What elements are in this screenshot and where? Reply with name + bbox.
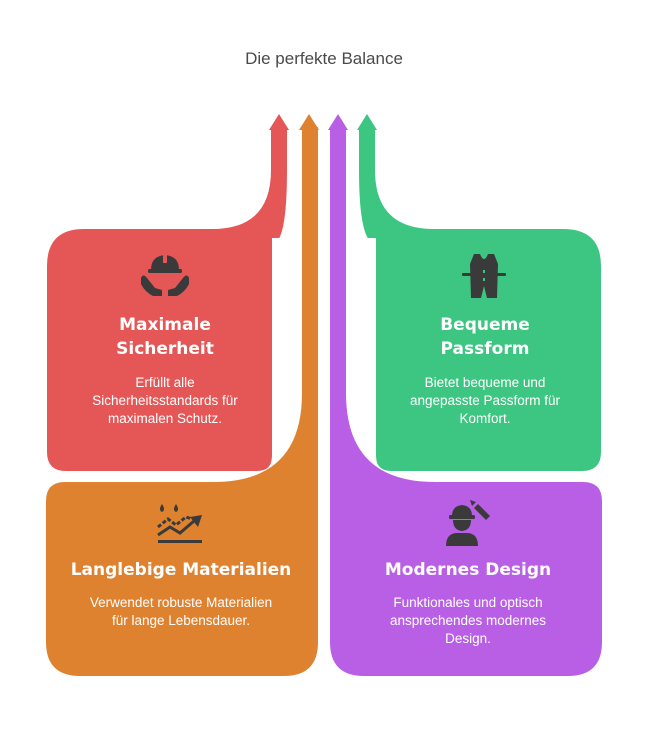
drops-trend-icon bbox=[157, 504, 202, 543]
card-desc-line: für lange Lebensdauer. bbox=[111, 613, 251, 628]
card-desc-line: Funktionales und optisch bbox=[393, 595, 543, 610]
card-title: Maximale Sicherheit bbox=[60, 313, 270, 361]
purple-card-shape bbox=[330, 127, 602, 676]
card-title: Bequeme Passform bbox=[380, 313, 590, 361]
card-description: Funktionales und optisch ansprechendes m… bbox=[344, 594, 592, 648]
red-branch bbox=[47, 114, 289, 471]
green-arrowhead bbox=[357, 114, 377, 130]
red-arrowhead bbox=[269, 114, 289, 130]
card-title: Modernes Design bbox=[344, 558, 592, 582]
card-desc-line: Erfüllt alle bbox=[135, 375, 195, 390]
purple-arrowhead bbox=[328, 114, 348, 130]
card-langlebige-materialien: Langlebige Materialien Verwendet robuste… bbox=[56, 558, 306, 630]
orange-card-shape bbox=[46, 127, 318, 676]
vest-icon bbox=[462, 254, 506, 298]
page-title: Die perfekte Balance bbox=[245, 49, 403, 68]
orange-arrowhead bbox=[299, 114, 319, 130]
card-title-line: Langlebige Materialien bbox=[70, 560, 292, 580]
card-description: Erfüllt alle Sicherheitsstandards für ma… bbox=[60, 374, 270, 428]
card-desc-line: Bietet bequeme und bbox=[424, 375, 546, 390]
card-title: Langlebige Materialien bbox=[56, 558, 306, 582]
card-modernes-design: Modernes Design Funktionales und optisch… bbox=[344, 558, 592, 648]
green-card-shape bbox=[359, 127, 601, 471]
card-bequeme-passform: Bequeme Passform Bietet bequeme und ange… bbox=[380, 313, 590, 428]
card-maximale-sicherheit: Maximale Sicherheit Erfüllt alle Sicherh… bbox=[60, 313, 270, 428]
card-desc-line: Komfort. bbox=[459, 411, 511, 426]
designer-worker-icon bbox=[446, 500, 490, 546]
card-description: Verwendet robuste Materialien für lange … bbox=[56, 594, 306, 630]
green-branch bbox=[357, 114, 601, 471]
red-card-shape bbox=[47, 127, 287, 471]
purple-branch bbox=[328, 114, 602, 676]
card-title-line: Sicherheit bbox=[116, 339, 214, 359]
card-title-line: Maximale bbox=[119, 315, 211, 335]
card-description: Bietet bequeme und angepasste Passform f… bbox=[380, 374, 590, 428]
card-desc-line: maximalen Schutz. bbox=[107, 411, 223, 426]
card-title-line: Modernes Design bbox=[384, 560, 552, 580]
hardhat-hands-icon bbox=[141, 254, 189, 296]
card-desc-line: ansprechendes modernes bbox=[389, 613, 547, 628]
orange-branch bbox=[46, 114, 319, 676]
card-title-line: Passform bbox=[440, 339, 530, 359]
card-desc-line: angepasste Passform für bbox=[409, 393, 561, 408]
card-desc-line: Sicherheitsstandards für bbox=[92, 393, 238, 408]
card-title-line: Bequeme bbox=[440, 315, 530, 335]
card-desc-line: Verwendet robuste Materialien bbox=[89, 595, 273, 610]
card-desc-line: Design. bbox=[445, 631, 491, 646]
